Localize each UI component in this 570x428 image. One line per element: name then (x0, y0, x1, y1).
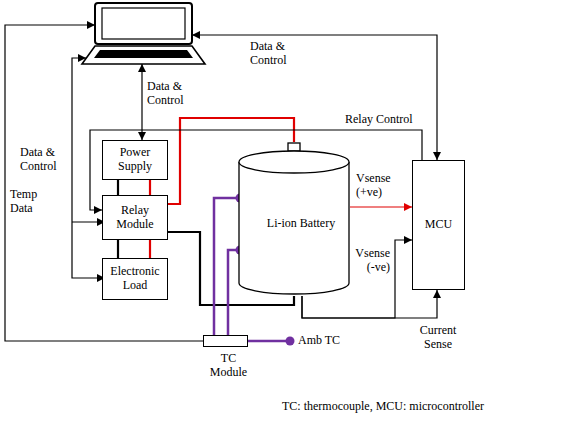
electronic-load-box: Electronic Load (102, 258, 168, 300)
interface-label: Temp Data (10, 188, 50, 216)
connector-wire (228, 250, 238, 335)
data-wire (72, 221, 105, 222)
interface-label: Data & Control (147, 80, 195, 108)
connector-wire (302, 290, 437, 318)
laptop-icon (82, 3, 205, 64)
battery-body (239, 162, 349, 294)
node-text: Li-ion Battery (252, 217, 350, 231)
connector-wire (149, 180, 151, 195)
data-wire (141, 64, 142, 140)
interface-label: Data & Control (20, 146, 66, 174)
signal-label: Vsense (-ve) (346, 247, 390, 275)
interface-label: Data & Control (250, 40, 300, 68)
signal-label: Current Sense (412, 324, 464, 352)
connector-wire (117, 180, 119, 195)
battery-cylinder: Li-ion Battery (238, 142, 350, 296)
laptop-keyboard (94, 50, 193, 58)
connector-wire (117, 240, 119, 258)
laptop-base (82, 46, 205, 64)
tc-module-box: TC Module (203, 335, 248, 347)
connector-wire (214, 198, 238, 335)
data-wire (72, 58, 105, 278)
sensor-label: Amb TC (298, 334, 340, 348)
node-text: MCU (423, 218, 454, 232)
relay-module-box: Relay Module (102, 195, 168, 240)
battery-top (239, 151, 349, 173)
abbreviation-note: TC: thermocouple, MCU: microcontroller (282, 400, 484, 414)
ambient-thermocouple-wire (248, 340, 288, 343)
laptop-screen (95, 3, 192, 44)
thermocouple-tip (286, 337, 295, 346)
node-text: Power Supply (103, 146, 167, 174)
node-text: Relay Module (103, 204, 167, 232)
power-supply-box: Power Supply (102, 140, 168, 180)
connector-wire (350, 206, 412, 207)
laptop-display (102, 8, 185, 39)
signal-label: Vsense (+ve) (356, 172, 406, 200)
signal-label: Relay Control (345, 113, 413, 127)
connector-wire (149, 240, 151, 258)
battery-terminal (288, 143, 300, 151)
data-wire (192, 35, 437, 160)
mcu-box: MCU (412, 160, 465, 290)
node-text: Electronic Load (103, 265, 167, 293)
temp-data-wire (5, 25, 203, 341)
node-text: TC Module (194, 352, 263, 380)
